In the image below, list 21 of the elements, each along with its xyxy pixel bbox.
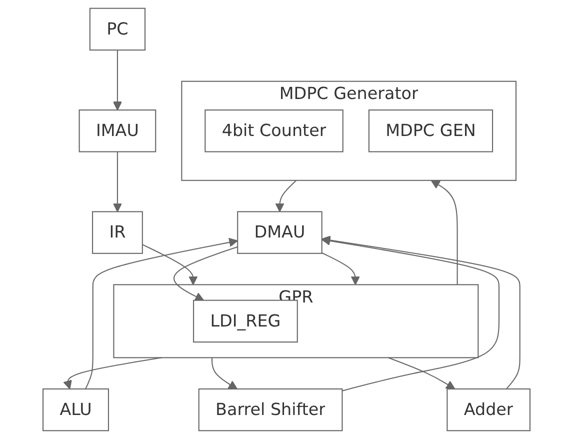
node-box: IR	[92, 211, 143, 254]
node-box: Barrel Shifter	[198, 388, 343, 432]
arrow	[211, 358, 238, 390]
arrow	[173, 246, 238, 301]
arrow	[388, 357, 456, 390]
node-box: PC	[89, 8, 146, 51]
node-box: ALU	[42, 388, 109, 432]
arrow	[112, 50, 122, 110]
arrow	[112, 152, 122, 212]
node-box: LDI_REG	[193, 300, 298, 343]
arrow	[85, 238, 238, 390]
arrow	[142, 244, 198, 286]
node-box: 4bit Counter	[204, 109, 344, 152]
arrow	[63, 357, 162, 390]
arrow	[322, 252, 360, 286]
arrow	[275, 180, 297, 212]
node-box: DMAU	[237, 211, 322, 254]
arrow	[430, 180, 458, 285]
node-box: Adder	[446, 388, 530, 432]
node-box: IMAU	[78, 109, 156, 152]
node-box: MDPC GEN	[368, 109, 494, 152]
